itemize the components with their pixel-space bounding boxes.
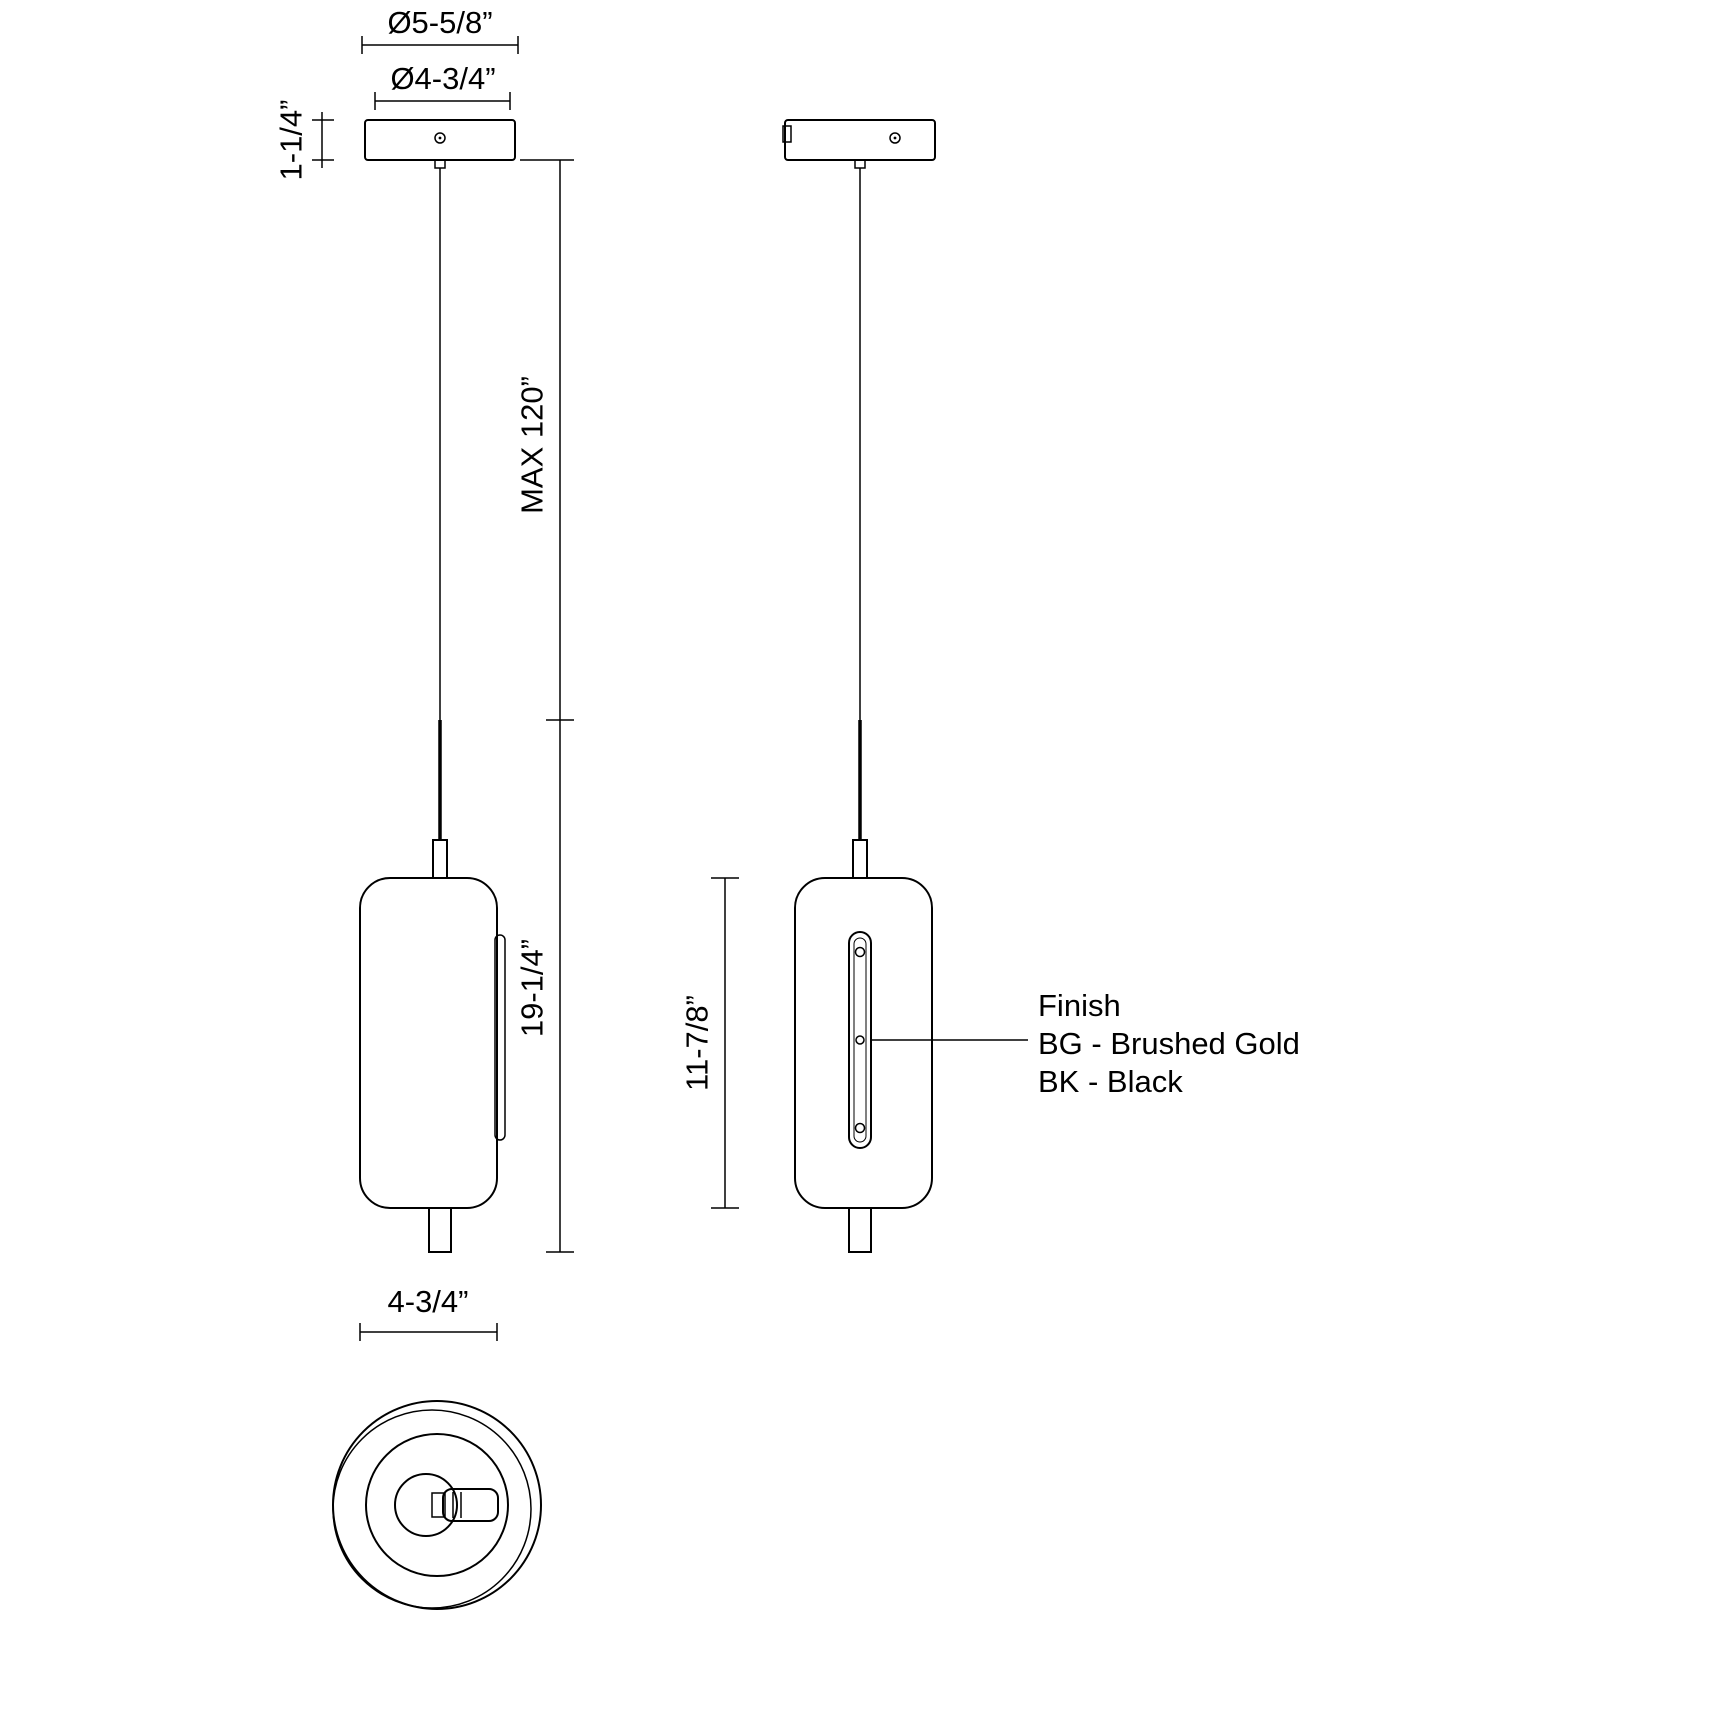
dim-canopy-inner-diameter: Ø4-3/4” <box>374 61 511 110</box>
dim-label-canopy-height: 1-1/4” <box>274 100 309 181</box>
socket-body <box>394 1473 458 1537</box>
finish-option-bk: BK - Black <box>1038 1064 1183 1099</box>
slot-center-detail <box>855 1035 865 1045</box>
light-slot-outer <box>848 931 872 1149</box>
dim-label-body-height: 11-7/8” <box>680 995 715 1091</box>
dim-canopy-outer-diameter: Ø5-5/8” <box>361 5 519 54</box>
bottom-view-rim <box>332 1409 532 1609</box>
bottom-stem <box>848 1207 872 1253</box>
canopy-bottom-view <box>332 1400 542 1610</box>
dim-label-canopy-outer-diameter: Ø5-5/8” <box>387 5 492 40</box>
dim-canopy-height: 1-1/4” <box>274 100 334 181</box>
finish-callout: Finish BG - Brushed Gold BK - Black <box>872 988 1300 1099</box>
dim-label-canopy-inner-diameter: Ø4-3/4” <box>390 61 495 96</box>
dim-label-body-width: 4-3/4” <box>388 1284 469 1319</box>
canopy-screw-center <box>438 136 442 140</box>
dim-body-height: 11-7/8” <box>680 877 739 1209</box>
finish-option-bg: BG - Brushed Gold <box>1038 1026 1300 1061</box>
canopy-screw-icon <box>434 132 446 144</box>
dim-max-suspension: MAX 120” 19-1/4” <box>515 159 574 1253</box>
socket-holder <box>442 1488 499 1522</box>
dim-body-width: 4-3/4” <box>359 1284 498 1341</box>
dim-label-overall-drop: 19-1/4” <box>515 939 550 1037</box>
slot-screw-top-icon <box>854 946 866 958</box>
pendant-profile-view <box>359 119 516 1253</box>
bottom-view-inner-ring <box>365 1433 509 1577</box>
dim-label-max-suspension: MAX 120” <box>515 376 550 514</box>
canopy-screw-icon <box>889 132 901 144</box>
light-slot-inner <box>853 937 867 1143</box>
slot-screw-bottom-icon <box>854 1122 866 1134</box>
canopy-screw-center <box>893 136 897 140</box>
socket-neck <box>431 1492 446 1518</box>
slot-edge-profile <box>494 934 506 1141</box>
finish-title: Finish <box>1038 988 1121 1023</box>
canopy-mount-tab <box>782 125 792 143</box>
bottom-stem <box>428 1207 452 1253</box>
pendant-front-view <box>782 119 936 1253</box>
